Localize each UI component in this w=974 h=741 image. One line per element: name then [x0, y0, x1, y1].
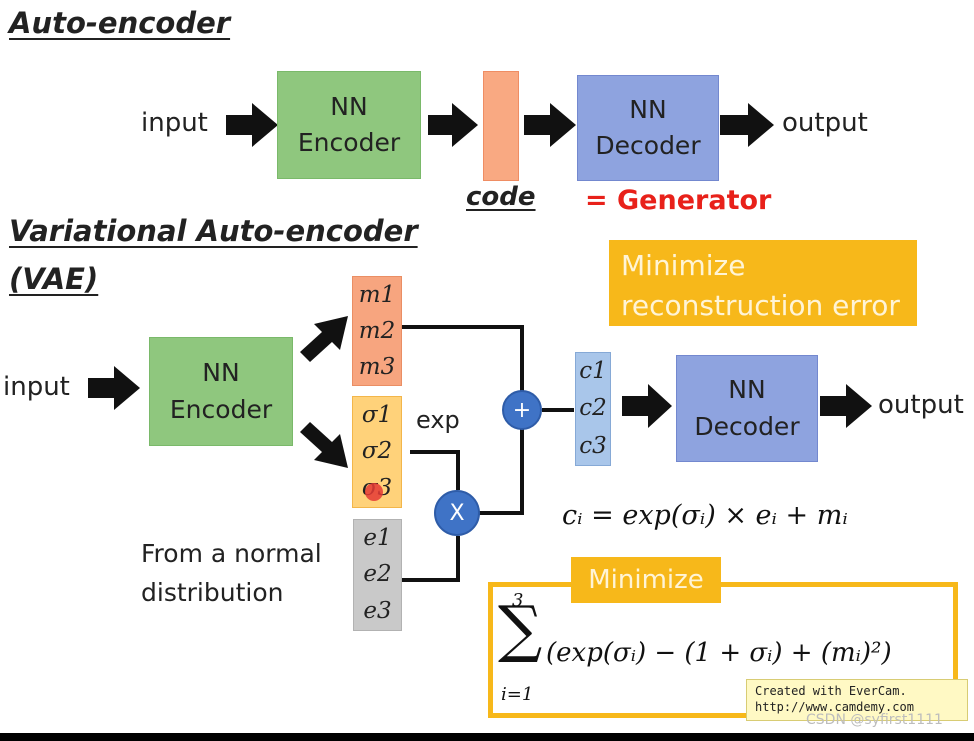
sigma2: σ2 — [361, 438, 393, 465]
vae-input-label: input — [3, 372, 70, 402]
e3: e3 — [363, 598, 392, 625]
times-node: X — [434, 490, 480, 536]
bottom-bar — [0, 733, 974, 741]
c1: c1 — [579, 358, 607, 385]
vae-title-abbrev: (VAE) — [9, 262, 99, 296]
wire-sigma-times — [410, 450, 460, 490]
m2: m2 — [358, 317, 396, 344]
vae-arrow-to-m — [300, 316, 348, 362]
c-vector: c1 c2 c3 — [575, 352, 611, 466]
plus-node: + — [502, 390, 542, 430]
autoencoder-title: Auto-encoder — [9, 6, 231, 40]
sum-sign: ∑ — [498, 592, 543, 665]
minimize-label: Minimize — [571, 557, 721, 603]
minimize-reconstruction-box: Minimize reconstruction error — [609, 240, 917, 326]
wire-times-plus — [478, 428, 524, 515]
vae-arrow-input — [88, 366, 140, 410]
m3: m3 — [358, 353, 396, 380]
sigma-vector: σ1 σ2 σ3 — [352, 396, 402, 508]
m-vector: m1 m2 m3 — [352, 276, 402, 386]
normal-label-line1: From a normal — [141, 539, 322, 568]
vae-output-label: output — [878, 390, 964, 420]
c2: c2 — [579, 395, 607, 422]
ae-code-box — [483, 71, 519, 181]
ae-arrow-input — [226, 103, 278, 147]
wire-e-times — [402, 536, 460, 582]
wire-m-plus — [400, 325, 524, 392]
exp-label: exp — [416, 406, 460, 434]
e-vector: e1 e2 e3 — [353, 519, 402, 631]
evercam-line1: Created with EverCam. — [755, 684, 907, 698]
sum-upper: 3 — [512, 590, 524, 611]
evercam-watermark: Created with EverCam. http://www.camdemy… — [746, 679, 968, 721]
vae-title: Variational Auto-encoder — [9, 214, 418, 248]
normal-label-line2: distribution — [141, 578, 284, 607]
ae-decoder-box: NN Decoder — [577, 75, 719, 181]
e2: e2 — [363, 561, 392, 588]
vae-arrow-to-sigma — [300, 422, 348, 468]
generator-note: = Generator — [585, 185, 772, 216]
ae-arrow-output — [720, 103, 774, 147]
sum-lower: i=1 — [501, 684, 534, 705]
loss-frame — [488, 582, 958, 718]
vae-arrow-c-decoder — [622, 384, 672, 428]
ae-output-label: output — [782, 108, 868, 138]
csdn-watermark: CSDN @syfirst1111 — [806, 712, 943, 728]
m1: m1 — [358, 281, 396, 308]
sum-formula: (exp(σᵢ) − (1 + σᵢ) + (mᵢ)²) — [546, 638, 892, 668]
vae-arrow-output — [820, 384, 872, 428]
cursor-dot-icon — [365, 483, 383, 501]
ae-arrow-encoder-code — [428, 103, 478, 147]
ae-code-label: code — [466, 182, 536, 212]
vae-decoder-box: NN Decoder — [676, 355, 818, 462]
ae-arrow-code-decoder — [524, 103, 576, 147]
c-formula: cᵢ = exp(σᵢ) × eᵢ + mᵢ — [562, 500, 848, 531]
sigma1: σ1 — [361, 401, 393, 428]
evercam-line2: http://www.camdemy.com — [755, 700, 914, 715]
vae-encoder-box: NN Encoder — [149, 337, 293, 446]
c3: c3 — [579, 432, 607, 459]
ae-encoder-box: NN Encoder — [277, 71, 421, 179]
ae-input-label: input — [141, 108, 208, 138]
e1: e1 — [363, 524, 392, 551]
